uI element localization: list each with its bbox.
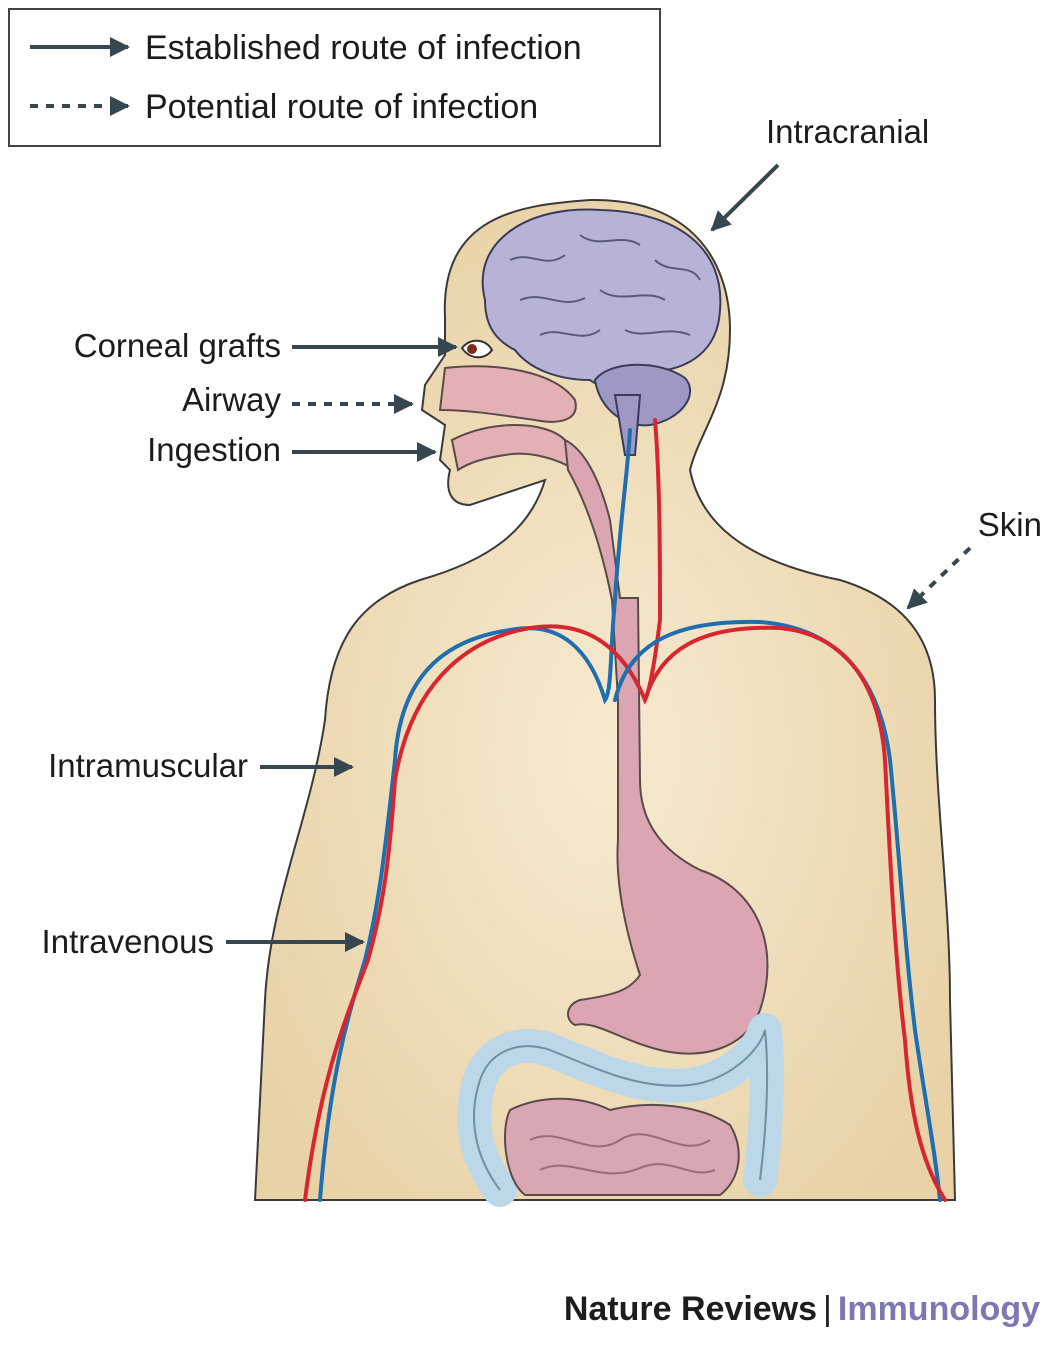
label-corneal-grafts: Corneal grafts bbox=[74, 327, 281, 364]
publication-footer: Nature Reviews|Immunology bbox=[564, 1290, 1040, 1329]
legend: Established route of infection Potential… bbox=[8, 8, 661, 147]
label-intracranial: Intracranial bbox=[766, 113, 929, 150]
nasal-cavity bbox=[438, 365, 577, 423]
label-ingestion: Ingestion bbox=[147, 431, 281, 468]
oral-cavity bbox=[450, 424, 577, 473]
skin-arrow bbox=[906, 546, 972, 610]
small-intestine bbox=[504, 1097, 740, 1196]
publisher-name: Nature Reviews bbox=[563, 1290, 818, 1328]
label-airway: Airway bbox=[182, 381, 282, 418]
legend-potential-label: Potential route of infection bbox=[145, 88, 538, 126]
blood-vessels bbox=[303, 418, 947, 1202]
brain bbox=[481, 208, 722, 390]
intracranial-arrow bbox=[710, 163, 780, 232]
label-intramuscular: Intramuscular bbox=[48, 747, 248, 784]
label-intravenous: Intravenous bbox=[42, 923, 214, 960]
journal-name: Immunology bbox=[837, 1290, 1040, 1328]
legend-established-label: Established route of infection bbox=[145, 29, 582, 67]
footer-separator: | bbox=[823, 1290, 832, 1328]
label-skin: Skin bbox=[978, 506, 1042, 543]
brainstem bbox=[613, 394, 642, 456]
